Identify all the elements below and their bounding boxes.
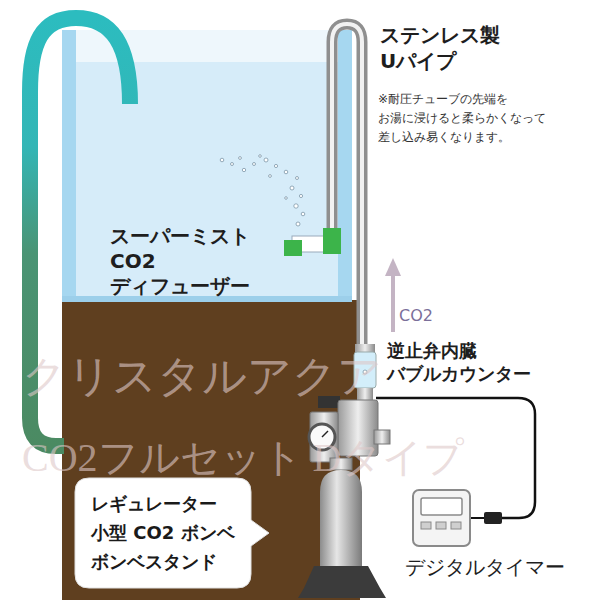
diffuser-cap (284, 240, 302, 256)
cylinder-stand (298, 566, 386, 598)
watermark: CO2フルセット Dタイプ (22, 432, 464, 484)
counter-cap (355, 344, 375, 352)
callout-bubble: レギュレーター小型 CO2 ボンベボンベスタンド (75, 478, 251, 588)
tank-air (62, 30, 352, 302)
tank-wall (62, 30, 76, 302)
diffuser-elbow (323, 228, 341, 254)
callout-text: ボンベスタンド (91, 548, 235, 577)
co2-arrowhead (385, 258, 401, 276)
callout-text: 小型 CO2 ボンベ (91, 519, 235, 548)
timer-plug (484, 512, 502, 524)
part-name: 逆止弁内臓 バブルカウンター (387, 340, 531, 385)
co2-arrow (391, 272, 395, 332)
callout-outline (75, 478, 269, 588)
watermark: クリスタルアクア (22, 348, 382, 405)
timer-display (421, 498, 462, 515)
u-pipe-highlight (332, 24, 362, 346)
part-name: スーパーミスト CO2 ディフューザー (110, 224, 250, 299)
tank-wall (338, 30, 352, 302)
u-pipe (332, 24, 362, 346)
note-text: ※耐圧チューブの先端を お湯に浸けると柔らかくなって 差し込み易くなります。 (378, 90, 546, 148)
tank-water (76, 62, 338, 302)
co2-bubbles (220, 155, 305, 226)
callout-text: レギュレーター (91, 490, 235, 519)
digital-timer (413, 490, 470, 546)
flow-label: CO2 (399, 306, 433, 327)
co2-cylinder (320, 470, 362, 572)
part-name: デジタルタイマー (405, 554, 565, 580)
part-name: ステンレス製 Uパイプ (380, 22, 500, 74)
